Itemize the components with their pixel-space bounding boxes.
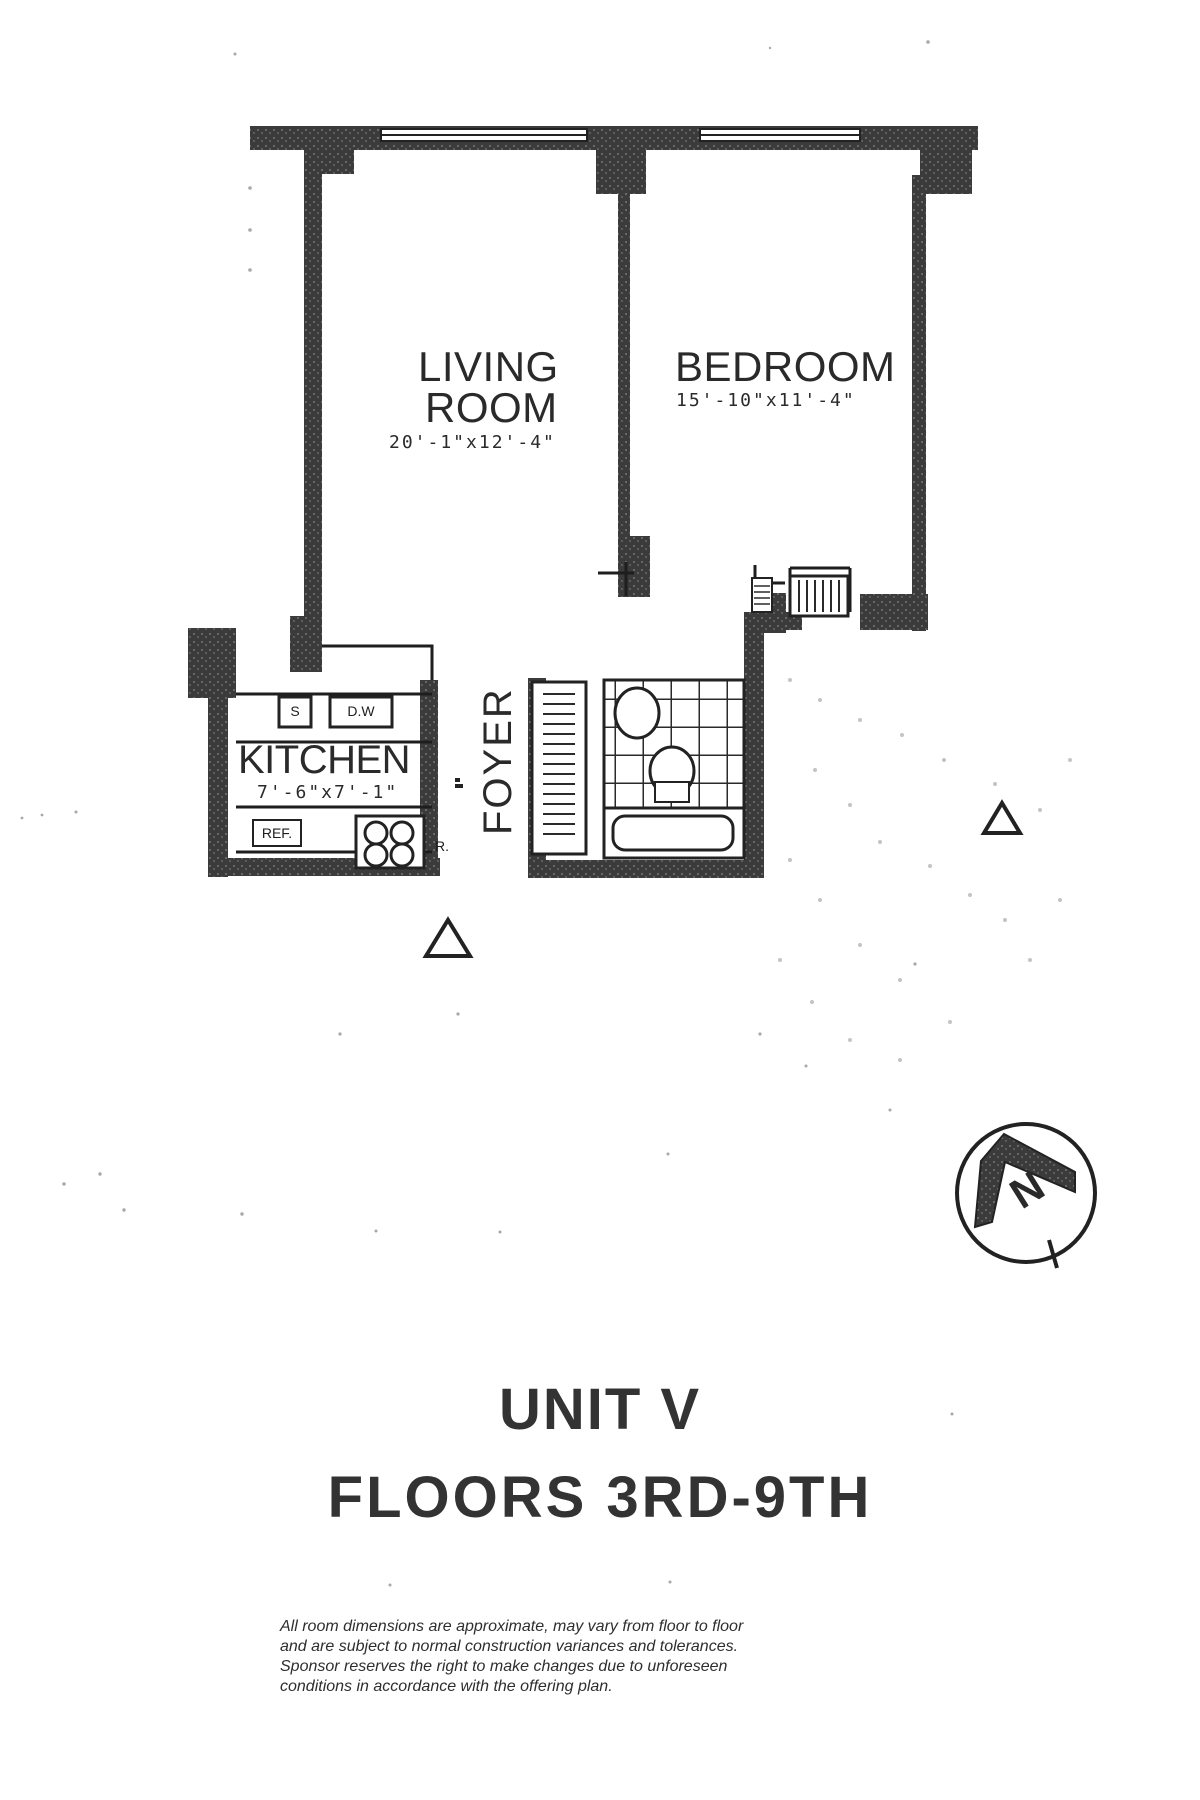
refrigerator-box bbox=[252, 819, 302, 847]
unit-title: UNIT V bbox=[498, 1377, 702, 1442]
foyer-label: FOYER bbox=[476, 687, 520, 835]
disclaimer-line-2: and are subject to normal construction v… bbox=[280, 1638, 739, 1655]
sink-label: S bbox=[290, 703, 300, 719]
range-label: R. bbox=[435, 838, 449, 854]
disclaimer-line-3: Sponsor reserves the right to make chang… bbox=[280, 1658, 728, 1675]
windows bbox=[380, 128, 861, 142]
noise-cluster bbox=[778, 678, 1072, 1062]
scan-noise bbox=[20, 40, 954, 1587]
living-room-label-line2: ROOM bbox=[425, 384, 558, 431]
dishwasher-label: D.W bbox=[347, 703, 375, 719]
kitchen-appliances bbox=[252, 695, 426, 870]
dishwasher-box bbox=[328, 695, 394, 729]
closets bbox=[530, 574, 850, 856]
kitchen-dimensions: 7'-6"x7'-1" bbox=[257, 782, 399, 803]
north-arrow bbox=[955, 1122, 1097, 1269]
bedroom-label: BEDROOM bbox=[675, 343, 896, 390]
kitchen-label: KITCHEN bbox=[238, 738, 411, 782]
living-room-dimensions: 20'-1"x12'-4" bbox=[389, 432, 556, 453]
floors-title: FLOORS 3RD-9TH bbox=[327, 1465, 873, 1530]
entry-markers bbox=[422, 778, 1024, 958]
living-room-label-line1: LIVING bbox=[418, 343, 559, 390]
bedroom-dimensions: 15'-10"x11'-4" bbox=[676, 390, 856, 411]
refrigerator-label: REF. bbox=[261, 825, 293, 841]
sink-box bbox=[277, 695, 313, 729]
disclaimer-line-4: conditions in accordance with the offeri… bbox=[280, 1678, 613, 1695]
disclaimer-line-1: All room dimensions are approximate, may… bbox=[280, 1618, 744, 1635]
disclaimer-text: All room dimensions are approximate, may… bbox=[280, 1617, 900, 1697]
bathroom bbox=[602, 678, 746, 860]
